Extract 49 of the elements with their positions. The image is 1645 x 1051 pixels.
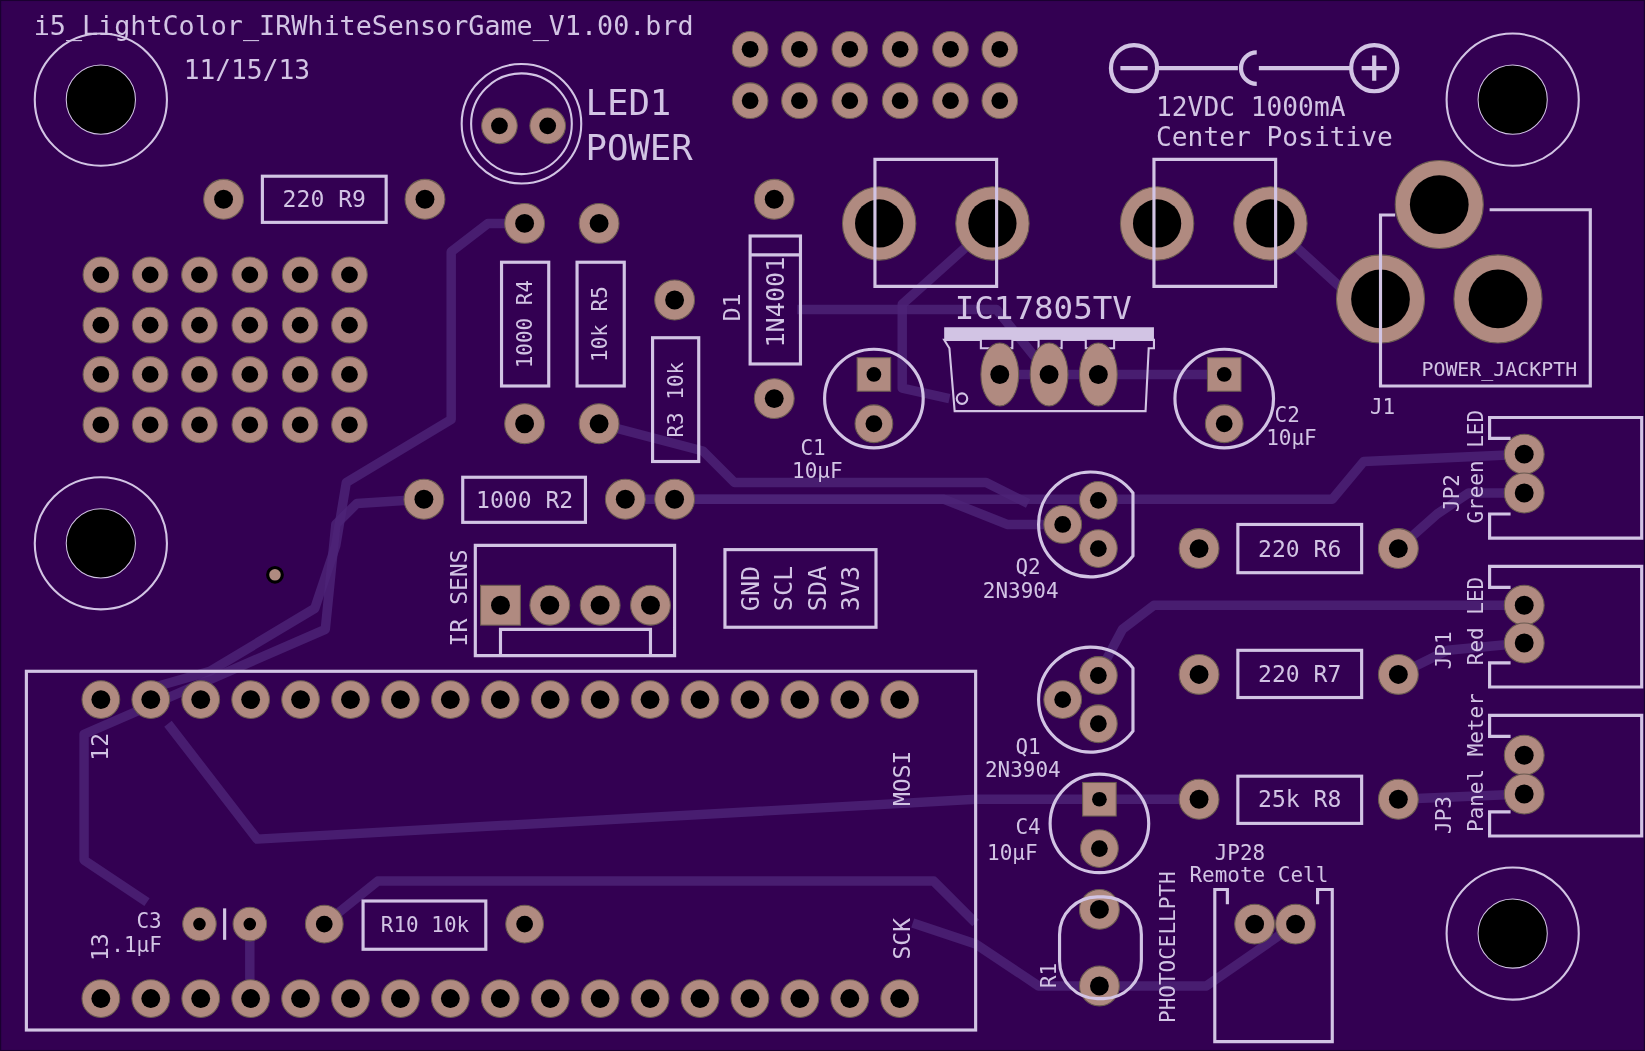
pin-label: MOSI [889,750,916,807]
silkscreen-label: 10µF [792,458,843,483]
component-value: 1000 R2 [476,487,574,514]
component-value: 220 R6 [1258,535,1342,562]
board-filename: i5_LightColor_IRWhiteSensorGame_V1.00.brd [33,9,694,41]
silkscreen-label: R1 [1037,962,1062,989]
component-value: 10k R5 [588,286,613,362]
component-value: 220 R9 [282,186,366,213]
silkscreen-label: Green LED [1463,409,1488,524]
component-value: R3 10k [663,361,688,438]
silkscreen-label: Panel Meter [1463,693,1488,832]
part-number: 1N4001 [760,256,790,348]
silkscreen-label: JP28 [1214,840,1266,865]
pin-label: SCK [889,917,916,960]
silkscreen-label: 2N3904 [982,578,1059,603]
silkscreen-label: 2N3904 [984,757,1061,782]
silkscreen-label: C4 [1015,814,1041,839]
silkscreen-label: C1 [800,435,826,460]
silkscreen-label: Remote Cell [1189,862,1329,887]
silkscreen-label: C3 [136,908,162,933]
pin-labels: GND SCL SDA 3V3 [735,565,866,612]
pin-label: 12 [86,732,113,761]
silkscreen-label: JP1 [1432,631,1457,670]
component-value: R10 10k [380,913,470,938]
silkscreen-label: 12VDC 1000mA [1156,92,1346,122]
component-value: 25k R8 [1258,786,1342,813]
pin-label: 13 [86,933,113,962]
component-value: 220 R7 [1258,661,1342,688]
silkscreen-label: LED1 [585,82,672,124]
silkscreen-label: Q2 [1015,555,1041,580]
silkscreen-label: POWER_JACKPTH [1421,357,1578,381]
silkscreen-label: 10µF [1266,426,1317,451]
silkscreen-label: .1µF [111,933,162,958]
silkscreen-label: Red LED [1463,576,1488,666]
silkscreen-label: JP2 [1439,474,1464,512]
silkscreen-label: PHOTOCELLPTH [1155,871,1180,1023]
silkscreen-label: Center Positive [1156,122,1393,153]
silkscreen-label: IC1 [954,289,1014,328]
silkscreen-label: C2 [1274,403,1300,428]
silkscreen-label: Q1 [1015,734,1041,759]
component-value: 1000 R4 [512,279,537,369]
silkscreen-label: JP3 [1432,796,1457,834]
silkscreen-label: IR SENS [445,549,472,647]
silkscreen-label: 10µF [987,840,1038,865]
part-designator: D1 [719,293,746,322]
silkscreen-label: 11/15/13 [183,55,310,86]
silkscreen-label: J1 [1370,394,1396,419]
silkscreen-label: POWER [585,127,693,169]
silkscreen-label: 7805TV [1014,289,1132,328]
